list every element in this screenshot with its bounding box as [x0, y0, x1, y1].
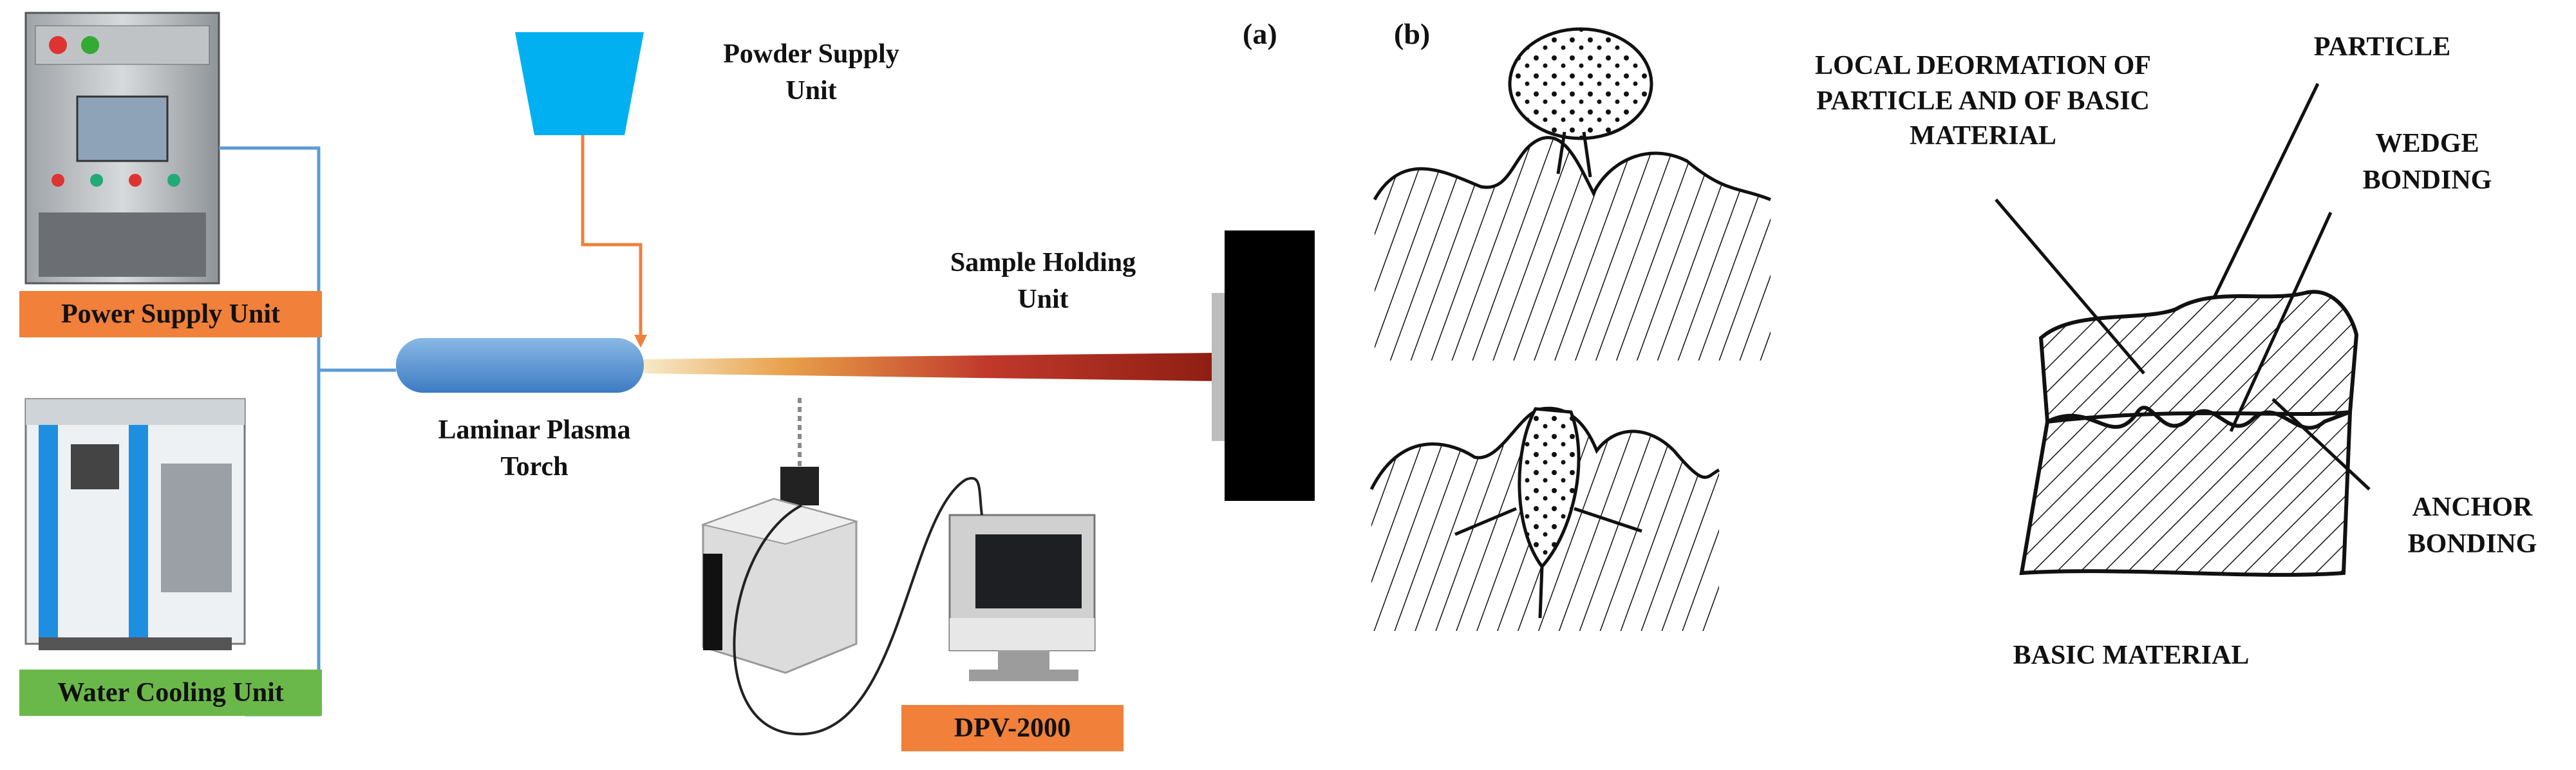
plasma-jet	[644, 353, 1217, 381]
sample-holder	[1225, 230, 1315, 501]
sample-holding-label: Sample Holding Unit	[950, 248, 1136, 314]
impact-sketch-top	[1373, 27, 1771, 361]
torch-label: Laminar Plasma Torch	[438, 415, 631, 482]
substrate-plate	[1212, 293, 1226, 441]
dpv-label: DPV-2000	[901, 705, 1123, 751]
panel-a-label: (a)	[1243, 17, 1277, 50]
powder-supply-label: Powder Supply Unit	[723, 39, 899, 106]
bonding-sketch	[1995, 82, 2371, 577]
anchor-bonding-label: ANCHOR BONDING	[2407, 493, 2537, 559]
dpv-monitor	[948, 514, 1096, 681]
impact-sketch-bottom	[1369, 406, 1720, 631]
dpv-cable	[733, 477, 983, 736]
feed-arrowhead	[634, 335, 647, 348]
particle-label: PARTICLE	[2313, 32, 2451, 62]
water-cooling-unit	[24, 398, 246, 650]
basic-material-label: BASIC MATERIAL	[2013, 641, 2250, 670]
local-deformation-label: LOCAL DEORMATION OF PARTICLE AND OF BASI…	[1815, 51, 2151, 151]
power-supply-cabinet	[24, 12, 220, 285]
water-cooling-label: Water Cooling Unit	[19, 670, 322, 716]
panel-b-label: (b)	[1394, 17, 1431, 50]
dpv-sensor	[700, 398, 859, 674]
powder-feed-line	[581, 135, 643, 344]
plasma-torch	[396, 338, 644, 393]
powder-hopper	[515, 32, 644, 135]
power-supply-label: Power Supply Unit	[19, 291, 322, 337]
wedge-bonding-label: WEDGE BONDING	[2362, 129, 2492, 195]
